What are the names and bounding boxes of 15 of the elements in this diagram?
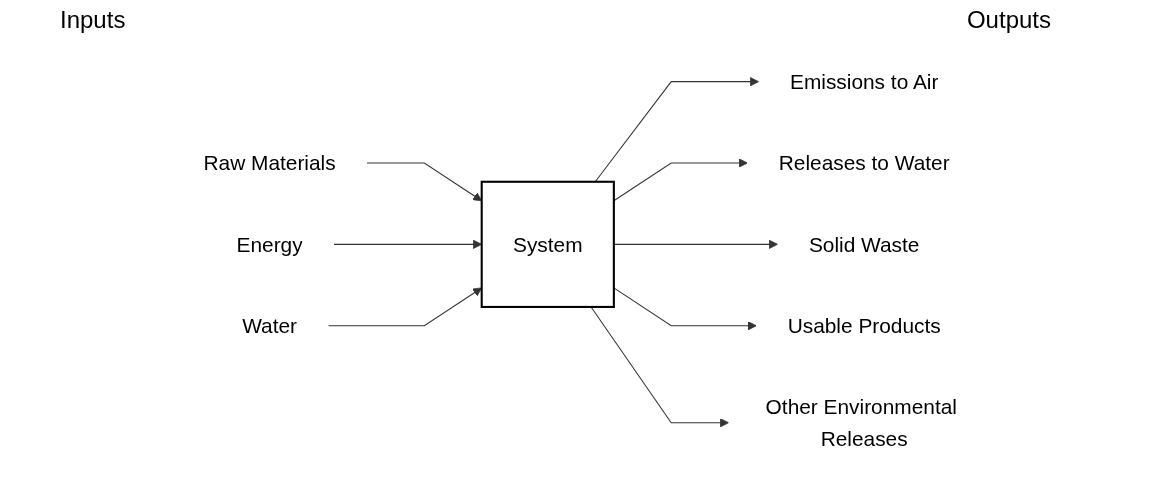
arrow [332,239,482,249]
arrow [590,306,729,428]
arrow [365,162,482,202]
column-heading: Inputs [60,6,126,35]
node-text: Solid Waste [808,232,919,256]
node-text: Energy [236,232,303,256]
node-text: Releases to Water [778,151,950,175]
node-box: System [480,180,615,308]
node-text: Usable Products [787,314,941,338]
node-text: Water [241,314,297,338]
node-text: Emissions to Air [789,70,938,94]
node-text: Other Environmental Releases [765,395,957,450]
arrow [327,287,482,327]
column-heading: Outputs [966,6,1051,35]
node-text: Raw Materials [203,151,336,175]
